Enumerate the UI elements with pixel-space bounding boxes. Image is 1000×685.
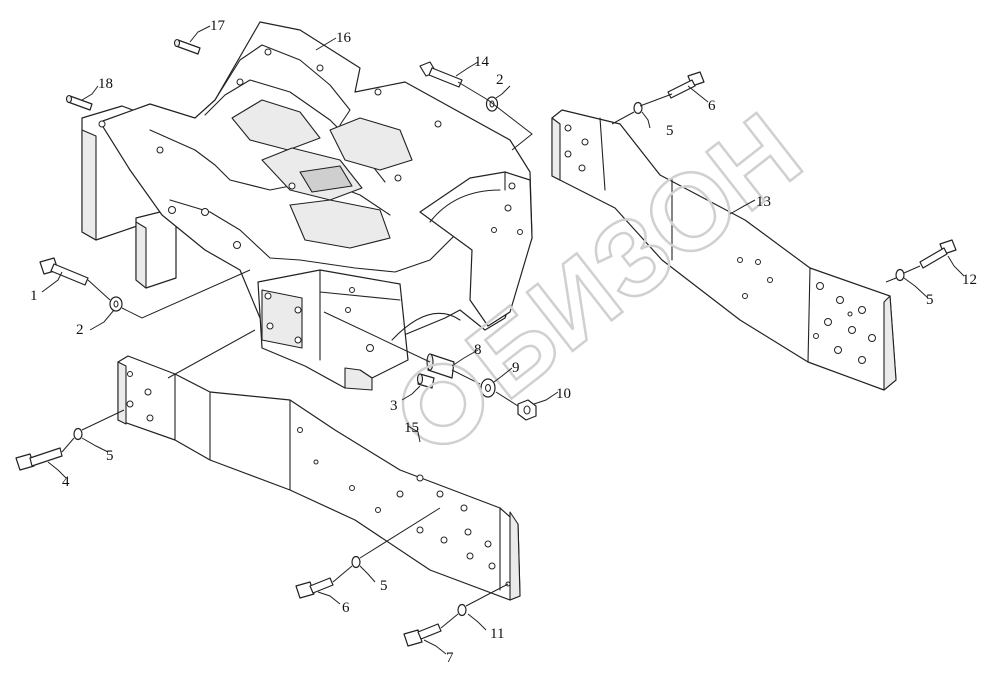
bolt-6-bottom xyxy=(295,577,334,599)
callout-5-bottom: 5 xyxy=(380,578,388,594)
front-frame-housing xyxy=(81,21,533,391)
washer-11 xyxy=(457,603,467,617)
callout-6-top: 6 xyxy=(708,98,716,114)
callout-17: 17 xyxy=(210,18,226,34)
washer-5-right xyxy=(895,268,905,282)
washer-5-top xyxy=(633,101,643,115)
callout-15: 15 xyxy=(404,420,419,436)
callout-5-right: 5 xyxy=(926,292,934,308)
bolt-7 xyxy=(403,623,442,647)
pin-17 xyxy=(173,38,201,55)
callout-11: 11 xyxy=(490,626,504,642)
callout-18: 18 xyxy=(98,76,113,92)
bolt-6-top xyxy=(667,71,705,99)
callout-13: 13 xyxy=(756,194,771,210)
washer-5-bottom xyxy=(351,555,361,569)
callout-12: 12 xyxy=(962,272,977,288)
washer-5-left xyxy=(73,427,83,441)
callout-7: 7 xyxy=(446,650,454,666)
callout-2-top: 2 xyxy=(496,72,504,88)
callout-3: 3 xyxy=(390,398,398,414)
bolt-1 xyxy=(39,257,89,286)
callout-4: 4 xyxy=(62,474,70,490)
left-side-member xyxy=(117,355,521,601)
right-side-member xyxy=(551,109,897,391)
callout-5-left: 5 xyxy=(106,448,114,464)
callout-16: 16 xyxy=(336,30,352,46)
leader-lines xyxy=(41,25,965,655)
fasteners xyxy=(15,38,957,647)
callout-10: 10 xyxy=(556,386,571,402)
callout-5-top: 5 xyxy=(666,123,674,139)
callout-1: 1 xyxy=(30,288,38,304)
assembly-lines xyxy=(61,81,921,629)
callout-8: 8 xyxy=(474,342,482,358)
pin-18 xyxy=(65,94,93,111)
callout-2-left: 2 xyxy=(76,322,84,338)
callouts: 1 2 2 3 4 5 5 5 5 6 6 7 8 9 10 11 12 13 … xyxy=(30,18,977,666)
bolt-4 xyxy=(15,447,63,471)
callout-14: 14 xyxy=(474,54,490,70)
callout-6-bottom: 6 xyxy=(342,600,350,616)
callout-9: 9 xyxy=(512,360,520,376)
bolt-14 xyxy=(419,61,463,88)
bolt-12 xyxy=(919,239,957,269)
bushing-3 xyxy=(416,373,435,389)
